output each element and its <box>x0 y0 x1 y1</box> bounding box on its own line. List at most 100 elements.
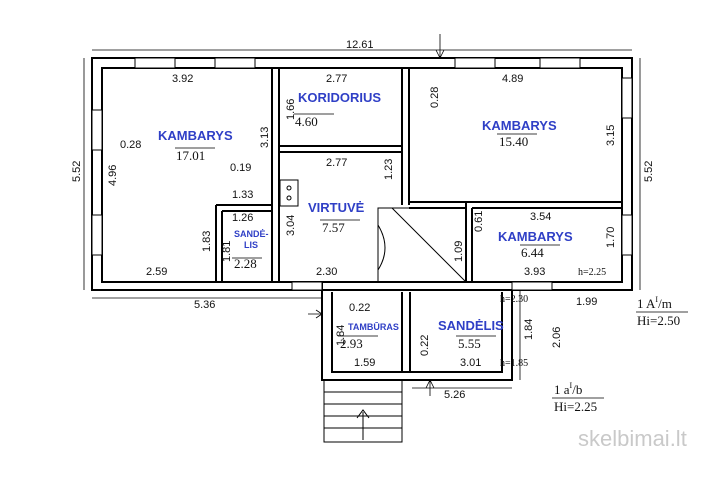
room-name-sandelis-small-2: LIS <box>244 240 258 250</box>
dim-san-h2: 1.81 <box>221 241 233 262</box>
dim-san-h1: 1.83 <box>201 231 213 252</box>
dim-k1-width-low: 1.33 <box>232 189 253 201</box>
dim-san-w: 1.26 <box>232 212 253 224</box>
dim-tam-top: 0.22 <box>349 302 370 314</box>
dim-vir-left: 3.04 <box>285 215 297 236</box>
window <box>91 214 103 256</box>
dim-vir-top: 2.77 <box>326 157 347 169</box>
room-name-kambarys-right: KAMBARYS <box>482 118 557 133</box>
dim-k1-top: 3.92 <box>172 73 193 85</box>
stove-box <box>279 179 299 207</box>
outer-wall <box>91 57 633 291</box>
room-name-tamburas: TAMBŪRAS <box>348 322 399 332</box>
wall-san-box <box>215 204 273 282</box>
stairwell <box>377 207 467 283</box>
stove <box>279 179 299 207</box>
area-underline <box>175 113 560 337</box>
dim-sd-bottom: 3.01 <box>460 357 481 369</box>
room-name-sandelis: SANDĖLIS <box>438 318 504 333</box>
dim-right-small: 1.99 <box>576 296 597 308</box>
dim-st-h: 1.09 <box>453 241 465 262</box>
wall-k1-right <box>271 68 280 282</box>
dim-kr-side: 3.15 <box>605 125 617 146</box>
dim-k1-wall: 3.13 <box>259 127 271 148</box>
dim-tam-side: 1.84 <box>335 325 347 346</box>
arrow-left <box>308 309 323 319</box>
level1-hi: Hi=2.50 <box>637 313 680 328</box>
height-sd-top: h=2.30 <box>500 294 528 305</box>
entrance-stairs <box>323 379 403 443</box>
stair-steps <box>324 391 402 429</box>
outer-wall-inner <box>101 67 623 283</box>
dim-kor-top: 2.77 <box>326 73 347 85</box>
room-area-sandelis: 5.55 <box>458 336 481 351</box>
level1-label: 1 AI/m <box>637 295 672 311</box>
dim-ks-off: 0.61 <box>473 211 485 232</box>
window <box>91 109 103 151</box>
arrow-bottom <box>425 379 435 396</box>
stove-dot <box>286 195 292 201</box>
window <box>291 281 323 291</box>
level2-label: 1 aI/b <box>554 381 582 397</box>
room-area-virtuve: 7.57 <box>322 220 345 235</box>
dim-ks-side: 1.70 <box>605 227 617 248</box>
room-area-kambarys-left: 17.01 <box>176 148 205 163</box>
stove-dot <box>286 185 292 191</box>
dim-sd-side-r: 1.84 <box>523 319 535 340</box>
room-name-kambarys-left: KAMBARYS <box>158 128 233 143</box>
stair-box <box>377 207 467 283</box>
dim-left-total: 5.52 <box>71 161 83 182</box>
dim-bottom-right: 5.26 <box>444 389 465 401</box>
dim-ks-top: 3.54 <box>530 211 551 223</box>
window <box>621 214 633 256</box>
extension-wall-inner <box>331 292 503 373</box>
arrow-top <box>435 34 445 59</box>
stair-arc <box>377 224 386 271</box>
window <box>214 57 256 69</box>
window <box>539 57 581 69</box>
stair-diagonal <box>391 207 467 283</box>
dim-right-sandelis: 2.06 <box>551 327 563 348</box>
dimension-lines <box>83 34 688 399</box>
window <box>454 57 496 69</box>
dim-kor-side: 1.66 <box>285 99 297 120</box>
dim-tam-bottom: 1.59 <box>354 357 375 369</box>
wall-ext-mid <box>401 292 411 372</box>
extension-wall <box>321 282 513 381</box>
stair-frame <box>323 379 403 443</box>
watermark-text: skelbimai.lt <box>578 426 687 451</box>
room-name-sandelis-small-1: SANDĖ- <box>234 229 269 239</box>
dim-bottom-left: 5.36 <box>194 299 215 311</box>
dim-sd-side-l: 0.22 <box>419 335 431 356</box>
dim-k1-inner: 0.19 <box>230 162 251 174</box>
dim-kr-top: 4.89 <box>502 73 523 85</box>
height-ks: h=2.25 <box>578 267 606 278</box>
window <box>134 57 176 69</box>
dim-ks-bottom: 3.93 <box>524 266 545 278</box>
window <box>511 281 553 291</box>
dim-k1-side: 4.96 <box>107 165 119 186</box>
windows <box>91 57 633 291</box>
dim-kr-off: 0.28 <box>429 87 441 108</box>
wall-ks-left <box>465 202 473 282</box>
room-name-koridorius: KORIDORIUS <box>298 90 381 105</box>
room-area-koridorius: 4.60 <box>295 114 318 129</box>
window <box>621 77 633 119</box>
wall-kor-right <box>401 68 410 205</box>
dim-k1-bottom: 2.59 <box>146 266 167 278</box>
room-area-kambarys-small: 6.44 <box>521 245 544 260</box>
dim-vir-side: 1.23 <box>383 159 395 180</box>
room-name-virtuve: VIRTUVĖ <box>308 200 365 215</box>
wall-kor-bottom <box>279 145 402 153</box>
room-area-kambarys-right: 15.40 <box>499 134 528 149</box>
height-sd-bottom: h=1.85 <box>500 358 528 369</box>
room-name-kambarys-small: KAMBARYS <box>498 229 573 244</box>
room-area-tamburas: 2.93 <box>340 336 363 351</box>
room-area-sandelis-small: 2.28 <box>234 256 257 271</box>
dim-k1-door-off: 0.28 <box>120 139 141 151</box>
level2-hi: Hi=2.25 <box>554 399 597 414</box>
dim-top-total: 12.61 <box>346 39 374 51</box>
dim-vir-bottom: 2.30 <box>316 266 337 278</box>
stair-arrow <box>356 409 370 440</box>
